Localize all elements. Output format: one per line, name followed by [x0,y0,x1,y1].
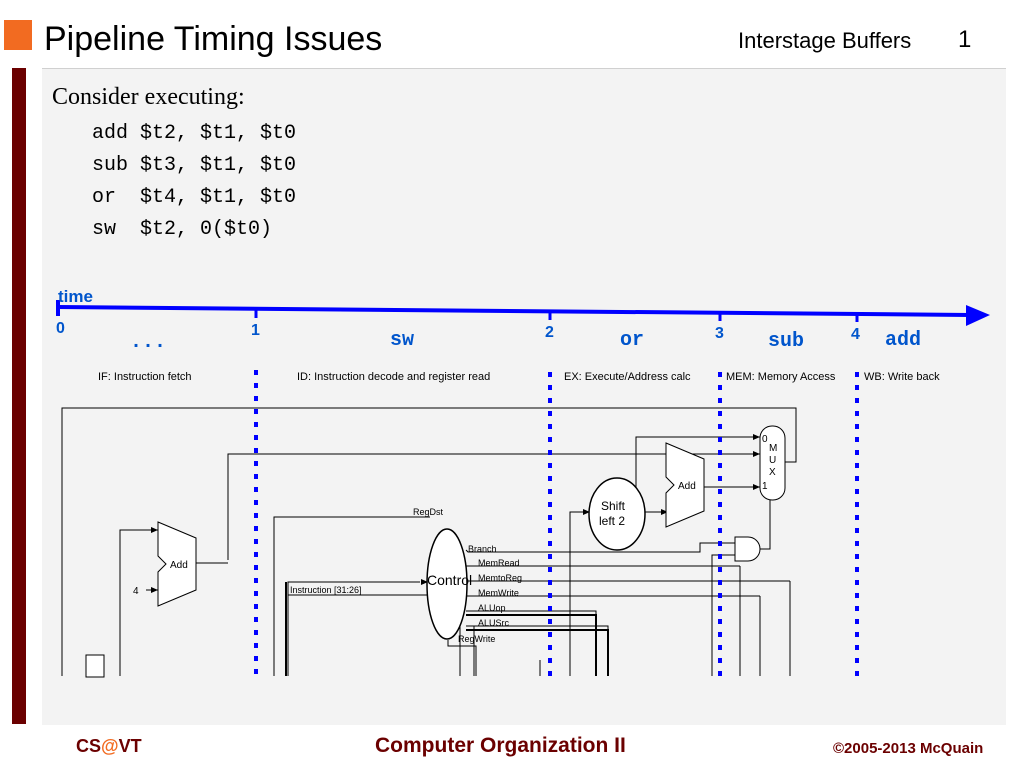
slide-number: 1 [958,26,972,53]
code-line-1: add $t2, $t1, $t0 [92,122,297,145]
signal-memread: MemRead [478,558,520,568]
code-line-2: sub $t3, $t1, $t0 [92,154,297,177]
tick-1: 1 [251,322,260,339]
stage-label-if: IF: Instruction fetch [98,371,192,383]
footer-cs: CS [76,736,102,756]
constant-four: 4 [133,586,139,597]
stage-instruction-wb: add [885,329,921,352]
timeline-arrow [57,305,971,317]
pc-adder [157,521,197,607]
signal-aluop: ALUop [478,603,506,613]
footer-course: Computer Organization II [375,734,626,757]
footer-at: @ [101,736,119,756]
stage-instruction-ex: or [620,329,644,352]
datapath-bus-wires [285,582,609,676]
mux-letter-x: X [769,467,776,478]
stage-label-ex: EX: Execute/Address calc [564,371,691,383]
timeline-ticks [254,308,859,322]
pc-mux [759,425,786,501]
tick-2: 2 [545,324,554,341]
stage-label-mem: MEM: Memory Access [726,371,836,383]
stage-label-wb: WB: Write back [864,371,940,383]
signal-alusrc: ALUSrc [478,618,510,628]
stage-label-id: ID: Instruction decode and register read [297,371,490,383]
signal-regdst: RegDst [413,507,444,517]
code-line-4: sw $t2, 0($t0) [92,218,273,241]
slide-title: Pipeline Timing Issues [44,20,383,58]
shift-label-2: left 2 [599,514,625,528]
tick-3: 3 [715,325,724,342]
instruction-field-label: Instruction [31:26] [290,585,362,595]
branch-and-gate [734,536,761,562]
stage-instruction-if: ... [130,331,166,354]
stage-instruction-id: sw [390,329,414,352]
control-unit [426,528,468,640]
shift-left-2 [588,477,646,551]
signal-memwrite: MemWrite [478,588,519,598]
accent-square [4,20,32,50]
tick-0: 0 [56,320,65,337]
datapath-wires [61,407,797,676]
control-label: Control [427,572,472,588]
time-label: time [58,287,93,306]
branch-adder-label: Add [678,481,696,492]
stage-instruction-mem: sub [768,330,804,353]
shift-label-1: Shift [601,499,626,513]
footer-vt: VT [118,736,142,756]
mux-letter-m: M [769,443,777,454]
tick-4: 4 [851,326,860,343]
pc-adder-label: Add [170,560,188,571]
signal-memtoreg: MemtoReg [478,573,522,583]
left-accent-bar [12,68,26,724]
signal-branch: Branch [468,544,497,554]
pc-register [85,654,105,678]
section-title: Interstage Buffers [738,28,912,53]
intro-text: Consider executing: [52,84,245,110]
mux-letter-u: U [769,455,776,466]
code-line-3: or $t4, $t1, $t0 [92,186,297,209]
mux-input-0: 0 [762,434,768,445]
signal-regwrite: RegWrite [458,634,495,644]
branch-adder [665,442,705,528]
footer-copyright: ©2005-2013 McQuain [833,740,984,757]
footer-left: CS@VT [76,736,142,757]
wire-arrowheads [151,434,760,593]
mux-input-1: 1 [762,481,768,492]
timeline-arrowhead [966,305,990,326]
